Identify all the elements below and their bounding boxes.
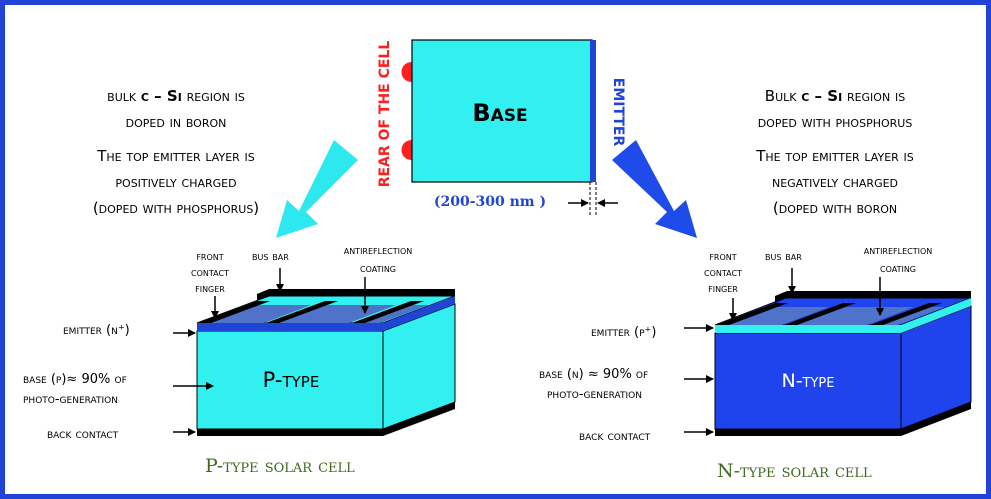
cyan-pointer-arrow — [276, 140, 358, 238]
thickness-label: (200-300 nm ) — [434, 194, 546, 210]
left-desc-line-2: doped in boron — [125, 113, 227, 131]
rear-of-cell-label: REAR OF THE CELL — [377, 41, 393, 188]
p-back-contact-label: back contact — [47, 427, 119, 442]
c-si-term: c – Si — [801, 87, 843, 105]
p-type-cell — [196, 289, 456, 436]
p-cell-pointers — [173, 268, 369, 436]
left-desc-line-1: bulk c – Si region is — [107, 87, 245, 105]
p-type-caption: P-type solar cell — [205, 455, 355, 477]
right-desc-line-3: The top emitter layer is — [756, 147, 914, 165]
rear-contact-top — [401, 62, 412, 82]
p-front-contact-finger-label: front contact finger — [191, 249, 229, 295]
n-type-caption: N-type solar cell — [717, 460, 872, 482]
n-emitter-label: emitter (p⁺) — [591, 325, 657, 340]
p-finger-1 — [209, 305, 311, 323]
n-emitter-layer-front — [715, 325, 901, 333]
top-cell-diagram: Base REAR OF THE CELL EMITTER (200-300 n… — [377, 39, 626, 215]
n-finger-2 — [797, 307, 914, 325]
p-bus-bar-label: bus bar — [252, 249, 289, 263]
diagram-canvas: Base REAR OF THE CELL EMITTER (200-300 n… — [173, 39, 972, 436]
left-desc-line-5: (doped with phosphorus) — [92, 199, 260, 217]
blue-pointer-arrow — [612, 140, 697, 238]
c-si-term: c – Si — [140, 87, 182, 105]
p-front-contact-finger-c — [352, 301, 424, 323]
n-emitter-layer-side — [901, 298, 971, 333]
right-description: Bulk c – Si region is doped with phospho… — [685, 83, 985, 221]
p-emitter-layer-side — [383, 296, 455, 331]
base-label: Base — [472, 99, 527, 127]
n-finger-1 — [727, 307, 829, 325]
left-desc-line-3: The top emitter layer is — [97, 147, 255, 165]
right-desc-line-2: doped with phosphorus — [757, 113, 913, 131]
n-bus-bar-label: bus bar — [765, 249, 802, 263]
n-bus-bar — [775, 291, 971, 303]
n-type-label: N-type — [781, 370, 834, 392]
n-cell-front-face — [714, 332, 902, 430]
p-type-label: P-type — [263, 368, 320, 392]
n-back-contact — [715, 402, 971, 436]
emitter-vertical-label: EMITTER — [610, 78, 626, 147]
n-type-cell — [714, 291, 972, 436]
p-bus-bar — [257, 289, 455, 301]
n-antireflection-label: antireflection coating — [863, 243, 933, 275]
emitter-strip — [590, 40, 596, 182]
p-emitter-layer-front — [197, 323, 383, 331]
p-emitter-label: emitter (n⁺) — [63, 323, 130, 338]
left-description: bulk c – Si region is doped in boron The… — [21, 83, 331, 221]
n-front-contact-finger-c — [870, 303, 942, 325]
p-front-contact-finger-b — [266, 301, 338, 323]
n-base-label: base (n) ≈ 90% of photo-generation — [539, 367, 649, 402]
right-desc-line-5: (doped with boron — [772, 199, 898, 217]
n-front-contact-finger-label: front contact finger — [704, 249, 742, 295]
p-antireflection-label: antireflection coating — [343, 243, 413, 275]
right-desc-line-4: negatively charged — [771, 173, 899, 191]
right-desc-line-1: Bulk c – Si region is — [764, 87, 906, 105]
n-cell-pointers — [684, 268, 884, 436]
n-back-contact-label: back contact — [579, 429, 651, 444]
base-block — [411, 39, 593, 183]
n-finger-3 — [882, 307, 945, 325]
p-base-label: base (p)≈ 90% of photo-generation — [23, 372, 127, 407]
n-front-contact-finger-b — [784, 303, 856, 325]
left-desc-line-4: positively charged — [115, 173, 237, 191]
p-finger-3 — [364, 305, 429, 323]
rear-contact-bottom — [401, 140, 412, 160]
p-back-contact — [197, 402, 455, 436]
